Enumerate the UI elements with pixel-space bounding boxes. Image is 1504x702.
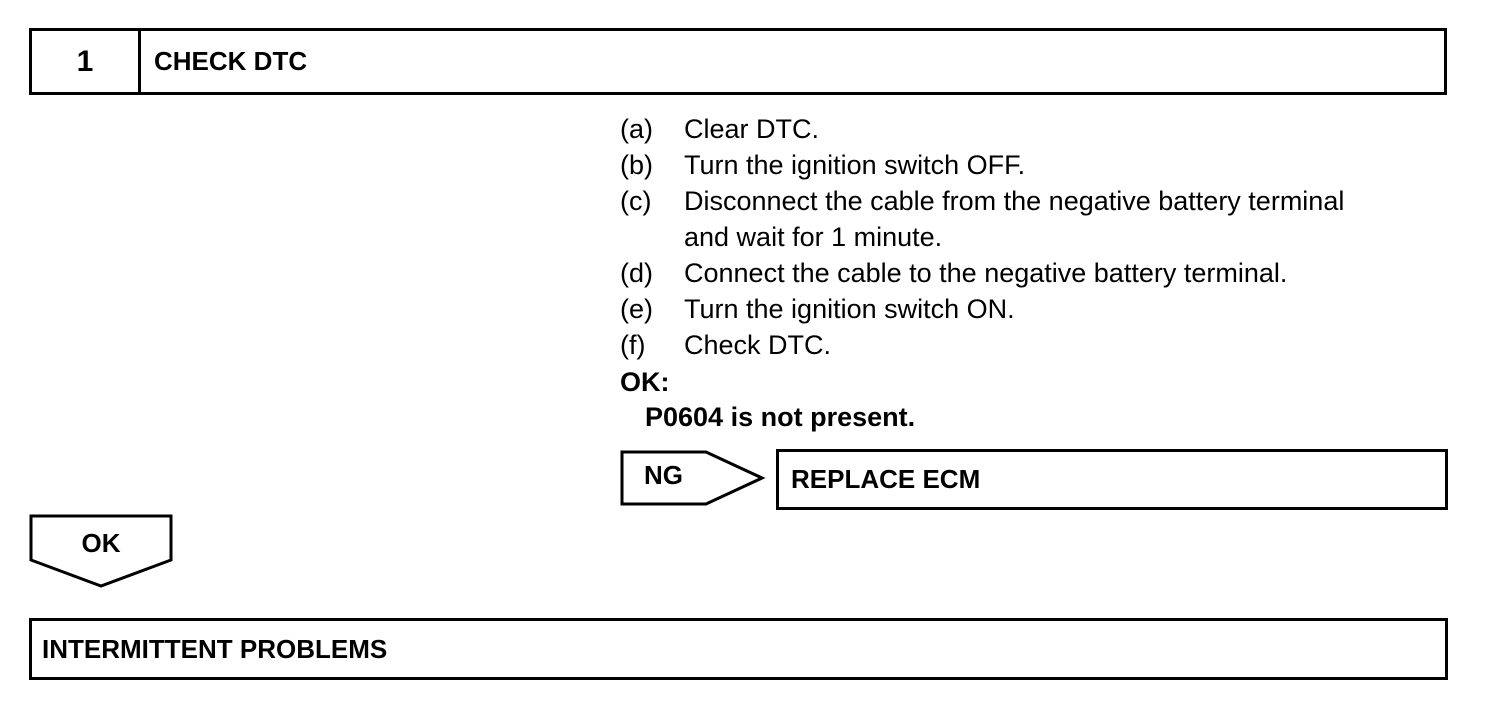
ok-criteria-label: OK: (620, 367, 670, 397)
step-header: 1 CHECK DTC (29, 28, 1447, 95)
ok-criteria-value: P0604 is not present. (645, 402, 916, 432)
instruction-text: Clear DTC. (684, 114, 820, 144)
instruction-text-continued: and wait for 1 minute. (684, 222, 943, 252)
instruction-text: Connect the cable to the negative batter… (684, 258, 1288, 288)
instruction-text: Turn the ignition switch OFF. (684, 150, 1026, 180)
instruction-letter: (f) (620, 330, 646, 360)
ng-label: NG (644, 460, 683, 490)
ng-action-box: REPLACE ECM (776, 449, 1448, 510)
step-title: CHECK DTC (154, 46, 308, 76)
instruction-letter: (b) (620, 150, 653, 180)
instruction-text: Turn the ignition switch ON. (684, 294, 1015, 324)
instruction-letter: (c) (620, 186, 652, 216)
step-number: 1 (32, 31, 141, 92)
instruction-letter: (a) (620, 114, 653, 144)
ok-result-box: INTERMITTENT PROBLEMS (29, 618, 1448, 680)
ng-arrow-icon (620, 450, 766, 506)
ok-label: OK (81, 528, 121, 558)
instruction-letter: (e) (620, 294, 653, 324)
instruction-letter: (d) (620, 258, 653, 288)
instruction-text: Disconnect the cable from the negative b… (684, 186, 1345, 216)
instruction-text: Check DTC. (684, 330, 832, 360)
ok-arrow-icon (29, 514, 173, 588)
